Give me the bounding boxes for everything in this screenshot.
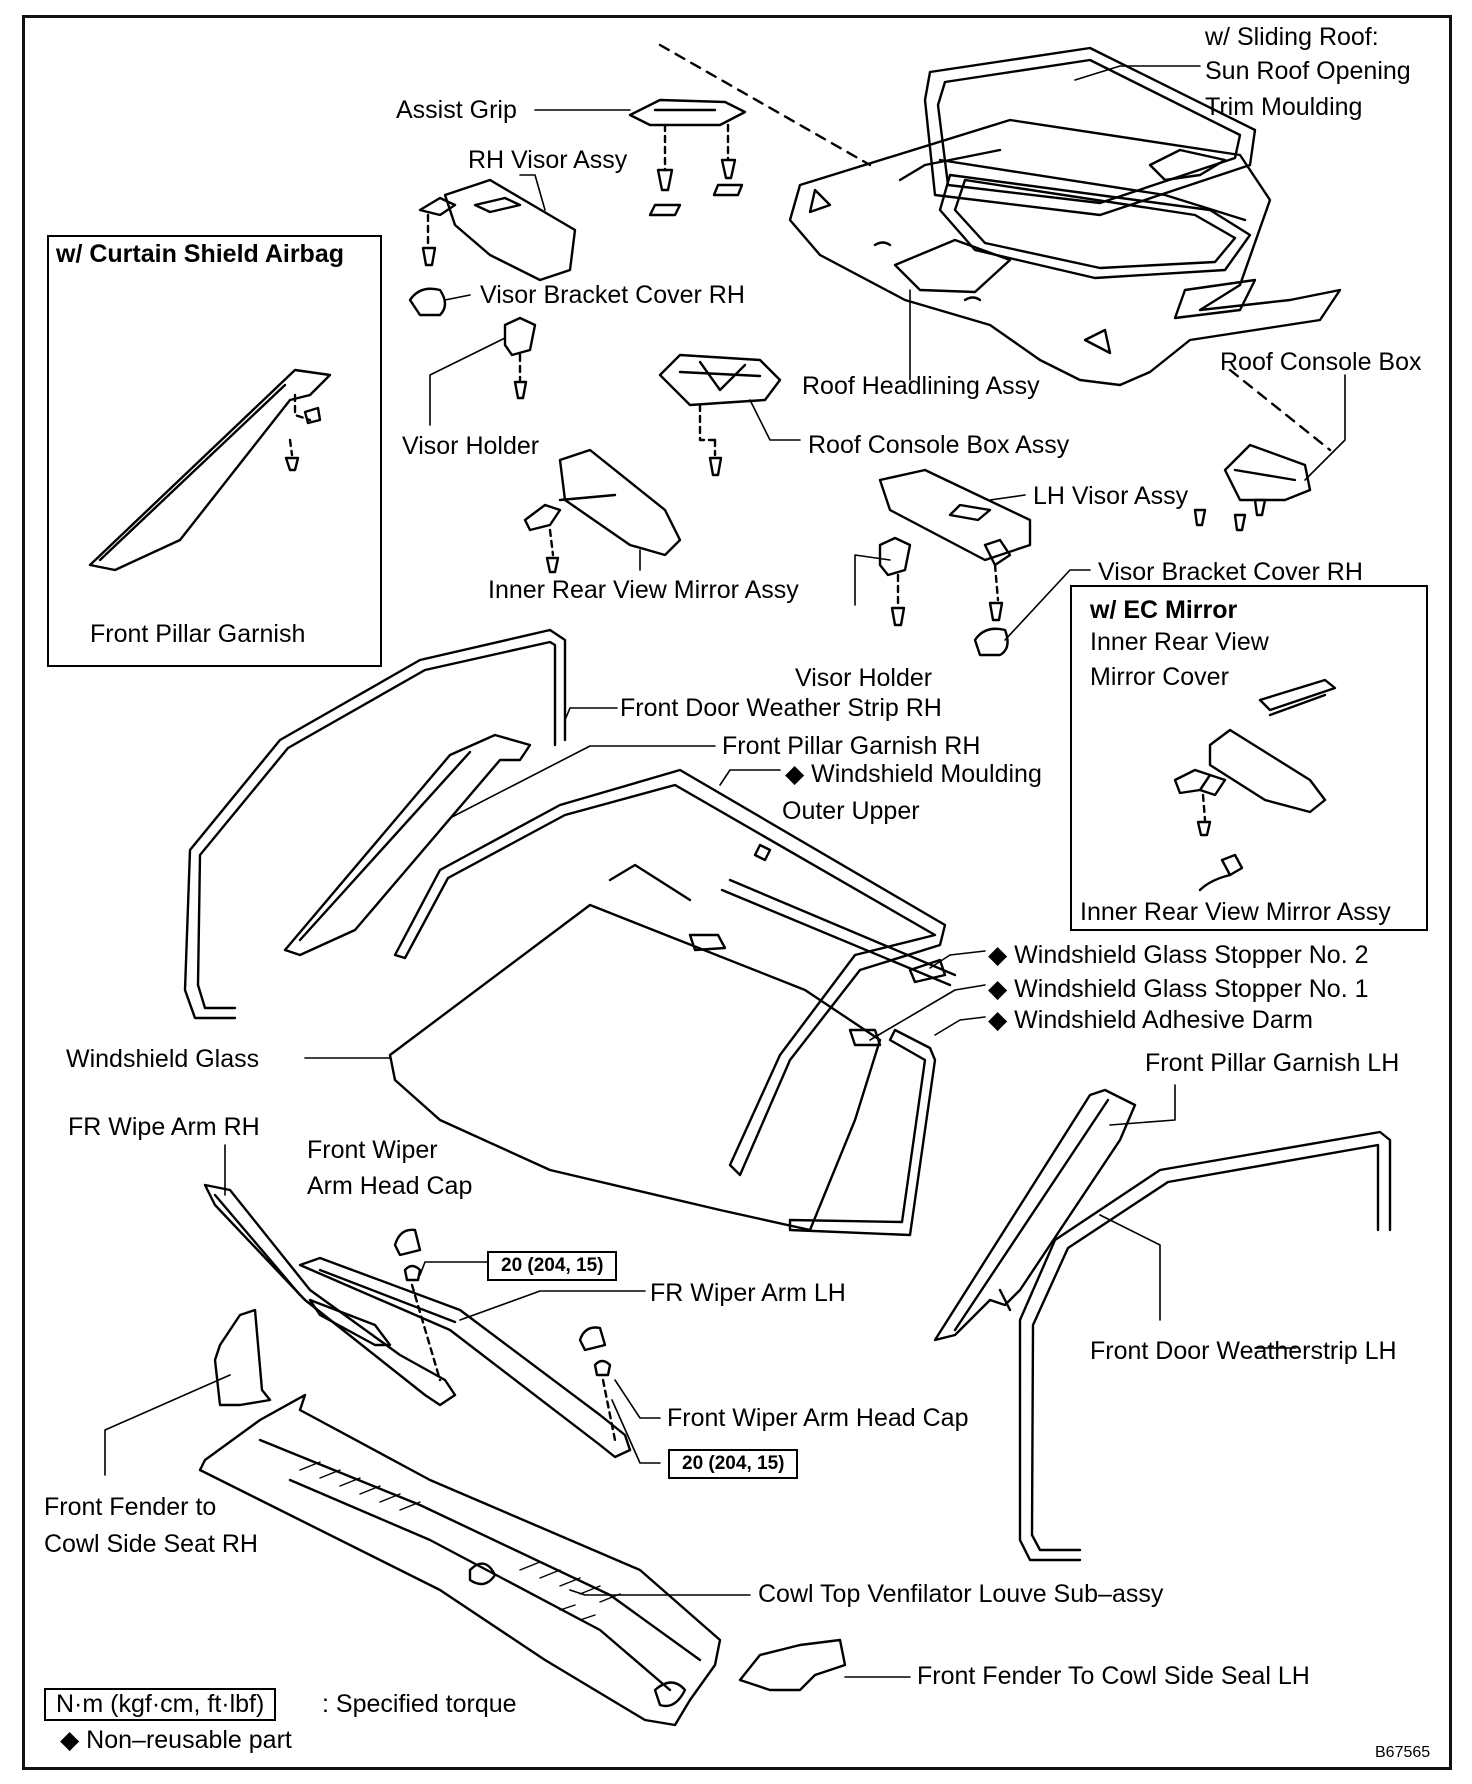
label-front-fender-lh: Front Fender To Cowl Side Seal LH xyxy=(917,1662,1310,1690)
legend-specified-torque: : Specified torque xyxy=(322,1690,517,1718)
label-front-pillar-garnish: Front Pillar Garnish xyxy=(90,620,306,648)
label-ec-cover-2: Mirror Cover xyxy=(1090,663,1229,691)
roof-headlining-drawing xyxy=(788,118,1342,387)
label-visor-holder-mid: Visor Holder xyxy=(795,664,933,692)
adhesive-darm-drawing xyxy=(788,1028,937,1237)
inner-mirror-drawing xyxy=(523,448,682,574)
label-rh-visor-assy: RH Visor Assy xyxy=(468,146,628,174)
sunroof-trim-drawing xyxy=(923,46,1257,217)
label-ws-adhesive-darm: ◆ Windshield Adhesive Darm xyxy=(988,1006,1313,1034)
label-windshield-glass: Windshield Glass xyxy=(66,1045,260,1073)
wipe-arm-rh-drawing xyxy=(203,1183,457,1407)
label-fr-wipe-arm-rh: FR Wipe Arm RH xyxy=(68,1113,260,1141)
label-visor-bracket-cover-rh-top: Visor Bracket Cover RH xyxy=(480,281,745,309)
rh-visor-drawing xyxy=(408,178,577,317)
fender-seal-rh-drawing xyxy=(213,1308,272,1407)
label-windshield-moulding-2: Outer Upper xyxy=(782,797,920,825)
label-sliding-roof-2: Sun Roof Opening xyxy=(1205,57,1411,85)
label-front-fender-rh-1: Front Fender to xyxy=(44,1493,217,1521)
label-front-fender-rh-2: Cowl Side Seat RH xyxy=(44,1530,258,1558)
diagram-frame xyxy=(22,15,1452,1770)
torque-spec-upper: 20 (204, 15) xyxy=(487,1251,618,1281)
visor-holder-top-drawing xyxy=(503,316,537,400)
door-weatherstrip-lh-drawing xyxy=(1018,1130,1392,1562)
label-front-door-weather-strip-rh: Front Door Weather Strip RH xyxy=(620,694,942,722)
label-front-pillar-garnish-rh: Front Pillar Garnish RH xyxy=(722,732,981,760)
wiper-caps-drawing xyxy=(393,1228,617,1442)
roof-console-box-drawing xyxy=(1193,443,1312,532)
lh-visor-drawing xyxy=(878,468,1032,657)
door-weatherstrip-rh-drawing xyxy=(183,628,567,1020)
windshield-moulding-drawing xyxy=(393,768,957,1177)
visor-holder-mid-drawing xyxy=(878,536,912,627)
label-roof-headlining-assy: Roof Headlining Assy xyxy=(802,372,1040,400)
label-sliding-roof-3: Trim Moulding xyxy=(1205,93,1363,121)
label-cowl-top: Cowl Top Venfilator Louve Sub–assy xyxy=(758,1580,1164,1608)
label-ec-cover-1: Inner Rear View xyxy=(1090,628,1269,656)
torque-spec-lower: 20 (204, 15) xyxy=(668,1449,799,1479)
curtain-airbag-pillar-drawing xyxy=(88,368,332,572)
label-ws-glass-stopper-1: ◆ Windshield Glass Stopper No. 1 xyxy=(988,975,1369,1003)
label-front-pillar-garnish-lh: Front Pillar Garnish LH xyxy=(1145,1049,1400,1077)
label-ec-mirror-assy: Inner Rear View Mirror Assy xyxy=(1080,898,1391,926)
fender-seal-lh-drawing xyxy=(738,1638,847,1692)
figure-id: B67565 xyxy=(1375,1744,1431,1761)
label-visor-bracket-cover-rh-mid: Visor Bracket Cover RH xyxy=(1098,558,1363,586)
label-visor-holder-top: Visor Holder xyxy=(402,432,540,460)
label-front-wiper-cap-1a: Front Wiper xyxy=(307,1136,438,1164)
legend-non-reusable: ◆ Non–reusable part xyxy=(60,1726,292,1754)
curtain-airbag-inset-title: w/ Curtain Shield Airbag xyxy=(56,240,344,268)
label-inner-rear-view-mirror-assy: Inner Rear View Mirror Assy xyxy=(488,576,799,604)
cowl-top-drawing xyxy=(198,1393,722,1727)
ec-mirror-inset xyxy=(1070,585,1428,931)
cowl-mesh-drawing xyxy=(299,1461,621,1621)
ec-mirror-inset-title: w/ EC Mirror xyxy=(1090,596,1238,624)
curtain-airbag-inset xyxy=(47,235,382,667)
label-ws-glass-stopper-2: ◆ Windshield Glass Stopper No. 2 xyxy=(988,941,1369,969)
assist-grip-drawing xyxy=(628,98,747,217)
label-roof-console-box: Roof Console Box xyxy=(1220,348,1422,376)
pillar-garnish-rh-drawing xyxy=(283,733,532,957)
ec-mirror-drawing xyxy=(1173,678,1337,892)
label-front-wiper-cap-1b: Arm Head Cap xyxy=(307,1172,473,1200)
wiper-arm-lh-drawing xyxy=(298,1256,632,1459)
leader-lines xyxy=(104,65,1346,1678)
label-front-wiper-arm-head-cap: Front Wiper Arm Head Cap xyxy=(667,1404,969,1432)
label-assist-grip: Assist Grip xyxy=(396,96,517,124)
label-sliding-roof-1: w/ Sliding Roof: xyxy=(1205,23,1379,51)
label-fr-wiper-arm-lh: FR Wiper Arm LH xyxy=(650,1279,846,1307)
torque-unit-legend-box: N·m (kgf·cm, ft·lbf) xyxy=(44,1688,277,1721)
label-windshield-moulding-1: ◆ Windshield Moulding xyxy=(785,760,1042,788)
pillar-garnish-lh-drawing xyxy=(933,1088,1137,1342)
label-roof-console-box-assy: Roof Console Box Assy xyxy=(808,431,1070,459)
label-front-door-weatherstrip-lh: Front Door Weatherstrip LH xyxy=(1090,1337,1397,1365)
label-lh-visor-assy: LH Visor Assy xyxy=(1033,482,1189,510)
roof-console-assy-drawing xyxy=(658,353,782,477)
